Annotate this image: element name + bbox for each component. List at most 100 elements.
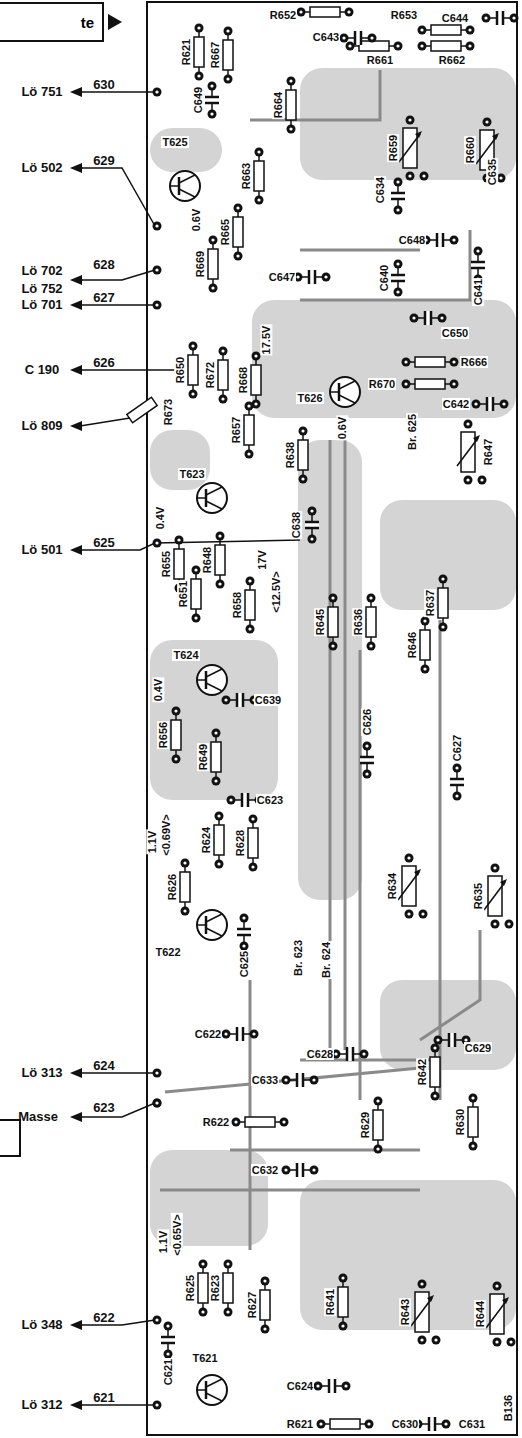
component-label: R647: [482, 438, 494, 466]
trimmer-arrow: [486, 1300, 507, 1328]
pad-hole: [218, 534, 221, 537]
solder-pad: [219, 395, 228, 404]
pad-hole: [155, 303, 158, 306]
pad-hole: [466, 478, 469, 481]
pad-hole: [420, 28, 423, 31]
pad-hole: [242, 916, 245, 919]
component-label: C650: [441, 327, 469, 339]
component-label: C626: [361, 708, 373, 736]
solder-pad: [439, 623, 448, 632]
component-label: R667: [209, 41, 221, 69]
pad-hole: [197, 26, 200, 29]
copper-trace: [165, 1068, 420, 1092]
pad-hole: [224, 1032, 227, 1035]
component-label: T624: [172, 649, 199, 661]
pad-hole: [370, 36, 373, 39]
solder-pad: [482, 14, 491, 23]
component-label: Br. 624: [320, 941, 332, 979]
resistor-symbol: [330, 1419, 360, 1429]
solder-pad: [224, 75, 233, 84]
pad-hole: [342, 36, 345, 39]
pad-hole: [436, 1038, 439, 1041]
component-label: R625: [184, 1274, 196, 1302]
pin-arrowhead: [70, 1320, 82, 1330]
trimmer-arrowhead: [500, 879, 507, 886]
pin-label: C 190: [24, 363, 61, 377]
board-outline: [147, 2, 517, 1435]
pad-hole: [155, 1101, 158, 1104]
pin-leader: [80, 304, 155, 306]
trimmer-arrowhead: [473, 435, 480, 442]
pad-hole: [474, 402, 477, 405]
component-label: <12.5V>: [270, 570, 282, 614]
pad-hole: [312, 1078, 315, 1081]
solder-pad: [299, 475, 308, 484]
component-label: C648: [398, 234, 426, 246]
component-label: R637: [424, 589, 436, 617]
resistor-symbol: [359, 41, 389, 51]
solder-pad: [249, 863, 258, 872]
pad-hole: [183, 909, 186, 912]
pad-hole: [254, 402, 257, 405]
solder-pad: [418, 26, 427, 35]
pad-hole: [362, 1052, 365, 1055]
component-label: R650: [174, 356, 186, 384]
solder-pad: [474, 247, 483, 256]
component-label: R657: [230, 416, 242, 444]
resistor-symbol: [174, 549, 184, 579]
solder-pad: [491, 864, 500, 873]
solder-pad: [418, 1280, 427, 1289]
component-label: C642: [442, 398, 470, 410]
component-label: R644: [474, 1300, 486, 1328]
pad-hole: [452, 238, 455, 241]
pin-label: Lö 348: [20, 1318, 63, 1332]
solder-pad: [212, 729, 221, 738]
component-label: R628: [234, 829, 246, 857]
component-label: T623: [178, 468, 205, 480]
solder-pad: [208, 82, 217, 91]
copper-area: [300, 1180, 516, 1330]
solder-pad: [402, 358, 411, 367]
solder-pad: [500, 400, 509, 409]
pad-hole: [218, 582, 221, 585]
trimmer-arrow: [398, 872, 419, 900]
solder-pad: [280, 1118, 289, 1127]
solder-pad: [421, 665, 430, 674]
resistor-symbol: [218, 360, 228, 390]
pad-hole: [247, 404, 250, 407]
pad-hole: [174, 757, 177, 760]
pad-hole: [421, 912, 424, 915]
resistor-symbol: [214, 825, 224, 855]
pad-hole: [396, 290, 399, 293]
pad-hole: [404, 382, 407, 385]
component-label: R627: [246, 1291, 258, 1319]
pad-hole: [420, 1338, 423, 1341]
component-label: C638: [290, 511, 302, 539]
pin-label: 621: [92, 1391, 116, 1405]
component-label: R651: [177, 580, 189, 608]
copper-trace: [230, 1149, 420, 1152]
trimmer-arrowhead: [414, 869, 421, 876]
pad-hole: [289, 127, 292, 130]
solder-pad: [340, 34, 349, 43]
pin-arrowhead: [70, 163, 82, 173]
pad-hole: [251, 817, 254, 820]
pad-hole: [155, 224, 158, 227]
pad-hole: [512, 16, 515, 19]
component-label: C629: [464, 1042, 492, 1054]
pad-hole: [495, 1284, 498, 1287]
pad-hole: [296, 275, 299, 278]
resistor-symbol: [245, 590, 255, 620]
pin-label: 626: [92, 356, 116, 370]
component-label: C628: [306, 1048, 334, 1060]
component-label: R648: [201, 546, 213, 574]
solder-pad: [434, 1036, 443, 1045]
component-label: R658: [231, 591, 243, 619]
pad-hole: [471, 1096, 474, 1099]
pad-hole: [334, 1052, 337, 1055]
component-label: C635: [486, 158, 498, 186]
pad-hole: [316, 1384, 319, 1387]
solder-pad: [215, 812, 224, 821]
component-label: R669: [194, 250, 206, 278]
solder-pad: [505, 920, 514, 929]
